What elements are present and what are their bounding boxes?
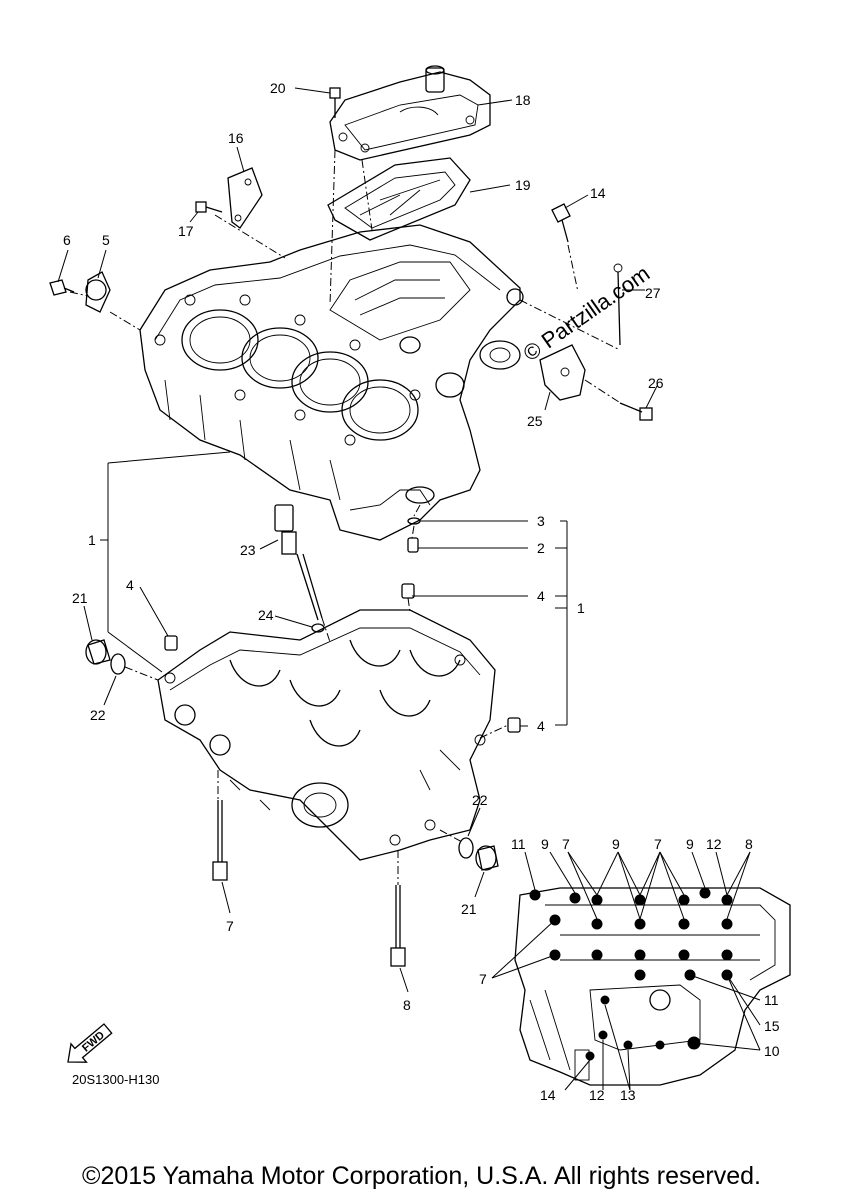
cover-16 xyxy=(227,167,263,229)
callout-20: 20 xyxy=(270,80,286,96)
callout-18: 18 xyxy=(515,92,531,108)
bracket-25 xyxy=(539,344,586,401)
bolt-20 xyxy=(329,87,341,118)
callout-22-right: 22 xyxy=(472,792,488,808)
lower-crankcase xyxy=(157,609,496,861)
callout-21-left: 21 xyxy=(72,590,88,606)
callout-9-b: 9 xyxy=(612,836,620,852)
leader-lines xyxy=(57,87,761,1091)
callout-9-c: 9 xyxy=(686,836,694,852)
callout-24: 24 xyxy=(258,607,274,623)
callout-12-top: 12 xyxy=(706,836,722,852)
callout-10: 10 xyxy=(764,1043,780,1059)
drawing-code: 20S1300-H130 xyxy=(72,1072,160,1087)
oring-24 xyxy=(311,623,325,633)
callout-27: 27 xyxy=(645,285,661,301)
callout-4-right-top: 4 xyxy=(537,588,545,604)
plug-21-right xyxy=(475,845,499,871)
callout-2: 2 xyxy=(537,540,545,556)
alignment-lines xyxy=(69,149,623,885)
callout-14-lower: 14 xyxy=(540,1087,556,1103)
dowel-pins-4 xyxy=(164,583,521,733)
callout-11-top: 11 xyxy=(511,836,526,852)
callout-22-left: 22 xyxy=(90,707,106,723)
screw-6 xyxy=(49,279,75,296)
callout-16: 16 xyxy=(228,130,244,146)
washer-22-right xyxy=(458,837,474,859)
bolt-8-long xyxy=(390,885,406,967)
fwd-arrow-icon: FWD xyxy=(67,1023,113,1063)
washer-22-left xyxy=(110,653,126,675)
callout-13: 13 xyxy=(620,1087,636,1103)
breather-cover-18 xyxy=(329,65,491,161)
copyright-footer: ©2015 Yamaha Motor Corporation, U.S.A. A… xyxy=(82,1162,761,1190)
callout-4-left: 4 xyxy=(126,577,134,593)
callout-15: 15 xyxy=(764,1018,780,1034)
callout-19: 19 xyxy=(515,177,531,193)
dipstick-27 xyxy=(613,263,623,346)
callout-26: 26 xyxy=(648,375,664,391)
callout-6: 6 xyxy=(63,232,71,248)
callout-4-right-bottom: 4 xyxy=(537,718,545,734)
callout-14-upper: 14 xyxy=(590,185,606,201)
callout-23: 23 xyxy=(240,542,256,558)
callout-3: 3 xyxy=(537,513,545,529)
bolt-17 xyxy=(195,201,223,213)
fwd-label: FWD xyxy=(80,1029,107,1054)
callout-25: 25 xyxy=(527,413,543,429)
callout-5: 5 xyxy=(102,232,110,248)
callout-7-a: 7 xyxy=(562,836,570,852)
watermark: © Partzilla.com xyxy=(519,261,655,367)
callout-8-top: 8 xyxy=(745,836,753,852)
callout-1-left: 1 xyxy=(88,532,96,548)
plug-21-left xyxy=(85,639,111,665)
callout-12-bottom: 12 xyxy=(589,1087,605,1103)
sensor-23 xyxy=(274,504,323,621)
callout-labels: 20 18 16 19 14 17 6 5 27 26 25 3 2 1 23 … xyxy=(63,80,780,1103)
callout-7-left: 7 xyxy=(479,971,487,987)
bolt-pattern-inset xyxy=(514,887,791,1086)
bolt-14-upper xyxy=(551,203,571,243)
callout-11-right: 11 xyxy=(764,992,779,1008)
callout-7-b: 7 xyxy=(654,836,662,852)
callout-7-lower: 7 xyxy=(226,918,234,934)
callout-1-right: 1 xyxy=(577,600,585,616)
callout-17: 17 xyxy=(178,223,194,239)
callout-8-lower: 8 xyxy=(403,997,411,1013)
callout-21-right: 21 xyxy=(461,901,477,917)
callout-9-a: 9 xyxy=(541,836,549,852)
bolt-7-long xyxy=(212,800,228,881)
upper-crankcase xyxy=(139,224,524,541)
jet-2 xyxy=(407,537,419,553)
